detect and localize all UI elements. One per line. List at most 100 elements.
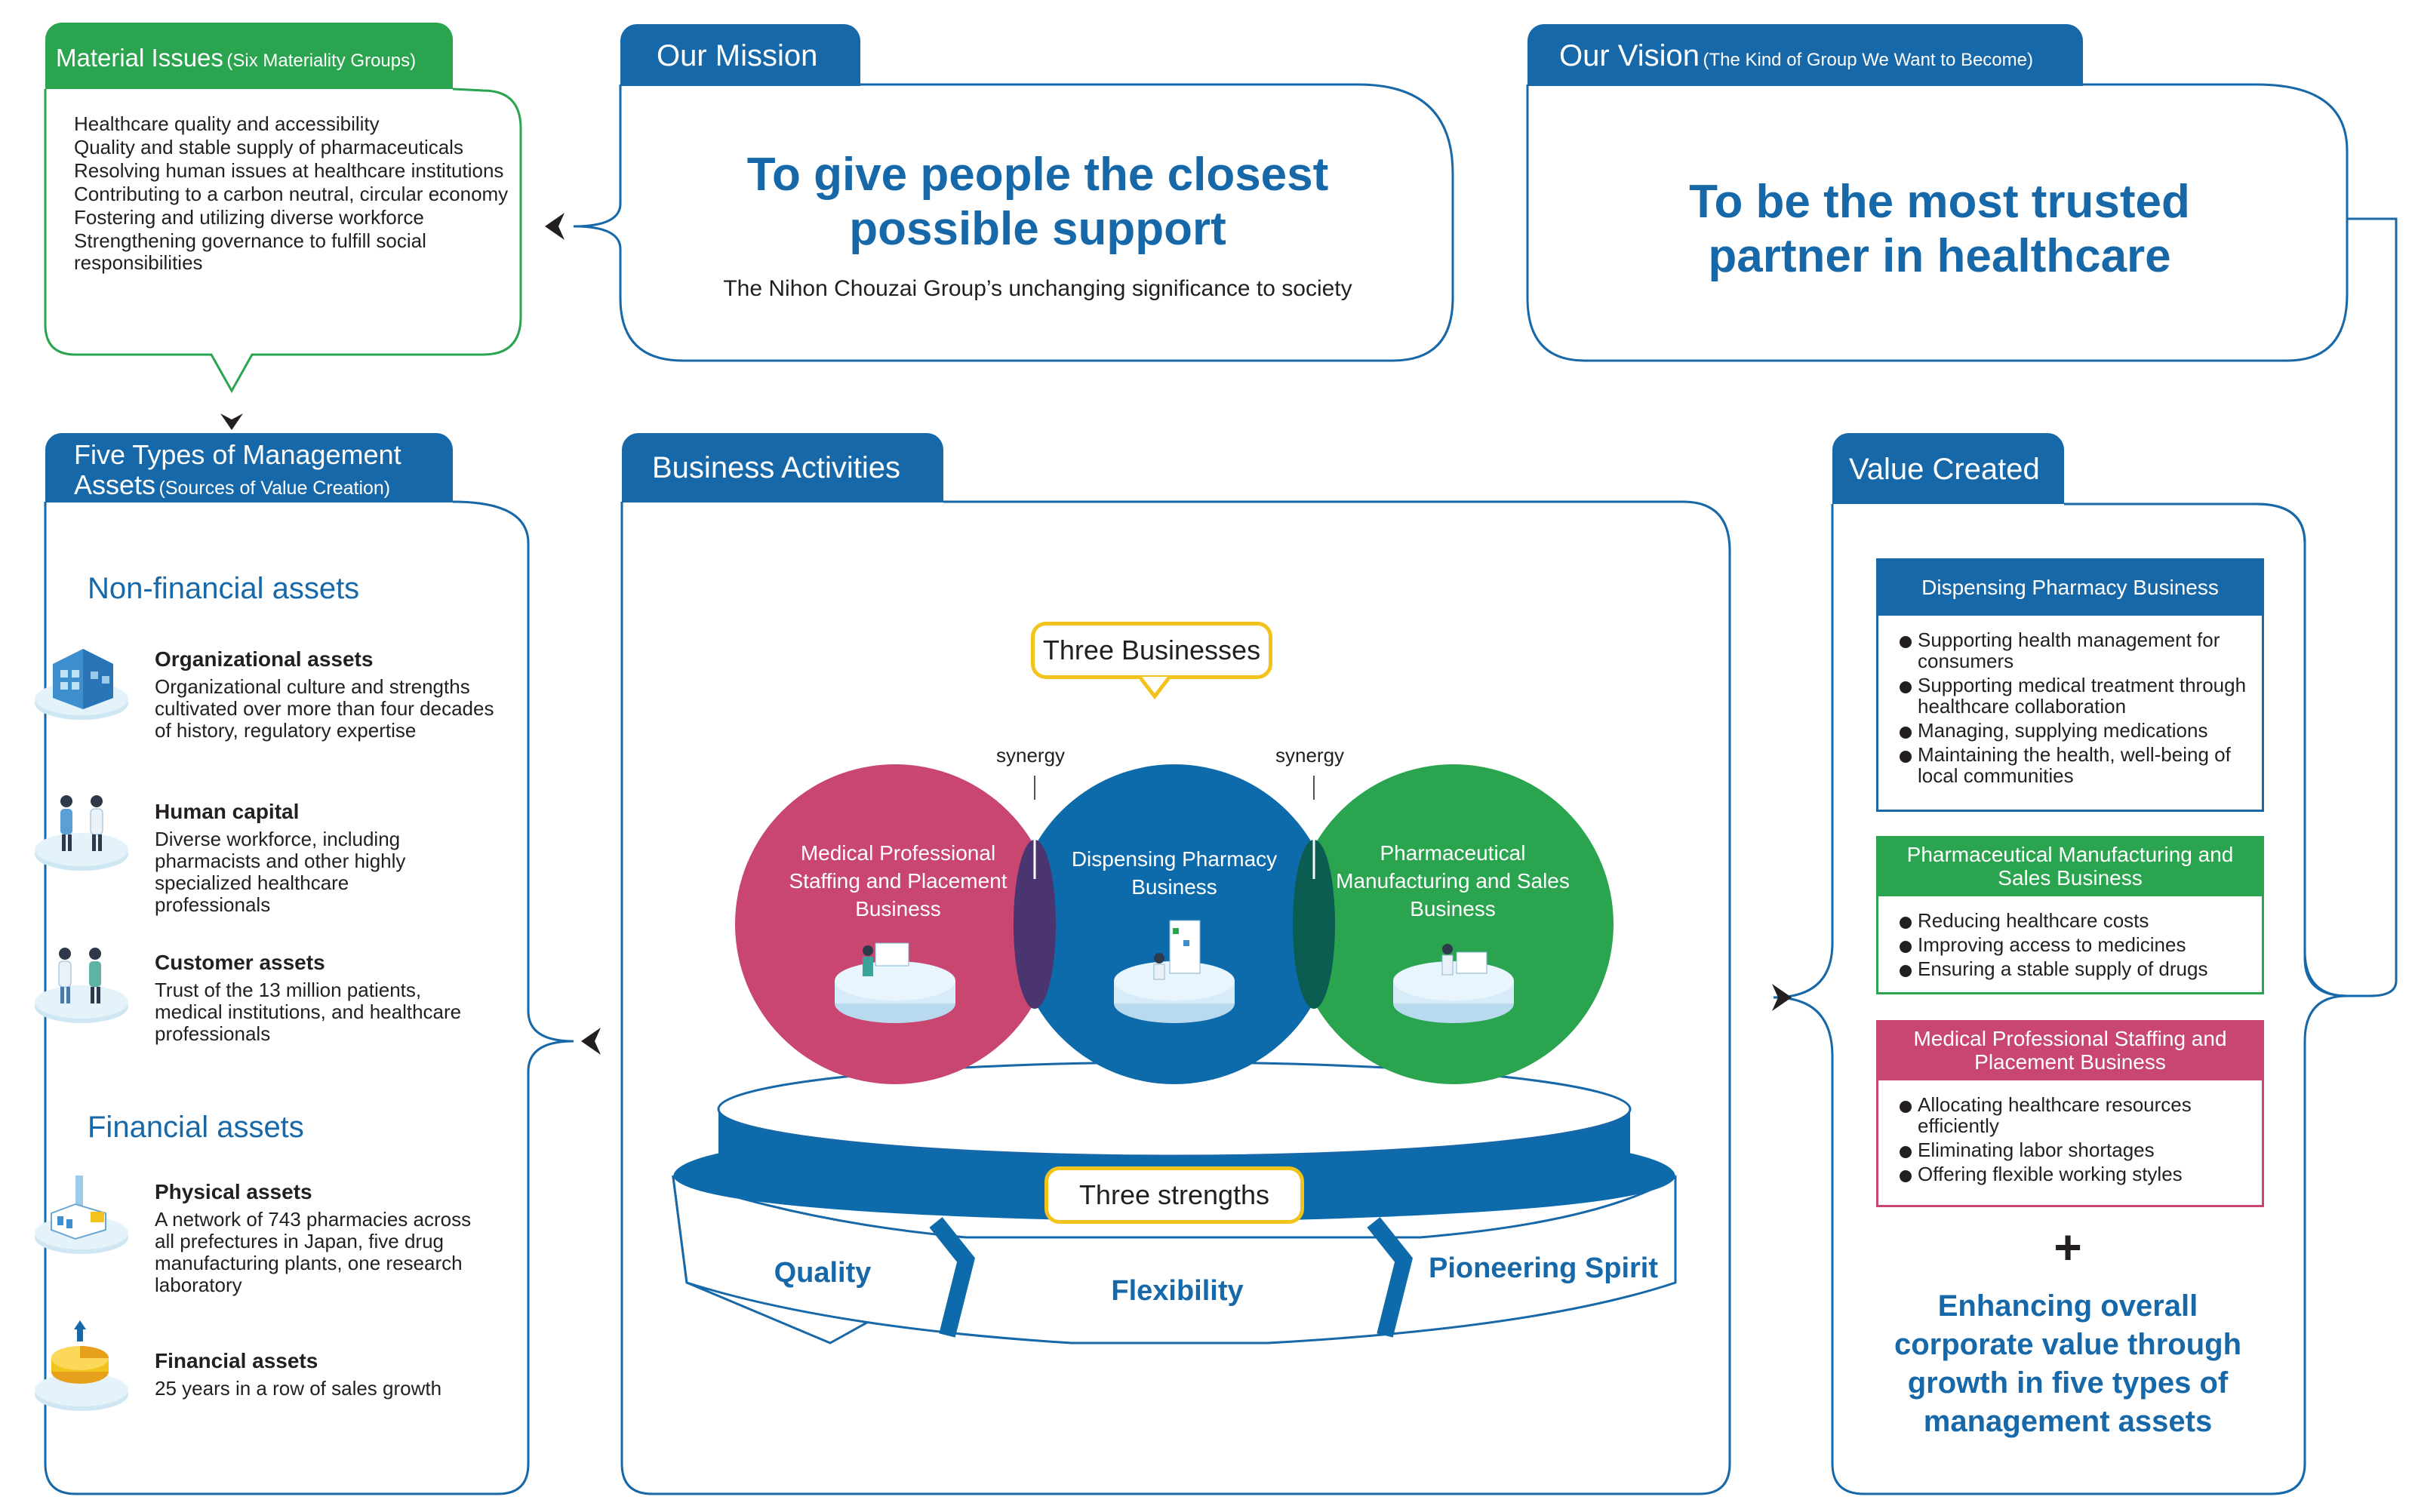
synergy-label-right: synergy: [1275, 744, 1345, 767]
vc-item: Ensuring a stable supply of drugs: [1898, 958, 2251, 979]
material-item: Resolving human issues at healthcare ins…: [74, 159, 504, 182]
bubble-pointer: [1140, 675, 1170, 700]
strength-flexibility: Flexibility: [1111, 1275, 1244, 1307]
manufacturing-label: Pharmaceutical Manufacturing and Sales B…: [1336, 841, 1570, 920]
vc-dispensing-body: Supporting health management for consume…: [1876, 616, 2264, 812]
vc-item: Reducing healthcare costs: [1898, 910, 2251, 931]
business-tab-label: Business Activities: [652, 451, 901, 484]
vc-item: Managing, supplying medications: [1898, 720, 2251, 741]
factory-icon: [35, 1175, 128, 1254]
staffing-circle: [735, 764, 1055, 1084]
material-tab: Material Issues (Six Materiality Groups): [45, 23, 453, 89]
nonfinancial-heading: Non-financial assets: [88, 572, 360, 605]
asset-physical: Physical assets A network of 743 pharmac…: [155, 1180, 472, 1296]
asset-desc: Trust of the 13 million patients, medica…: [155, 979, 462, 1045]
building-icon: [35, 649, 128, 720]
platform-front: [672, 1175, 1677, 1345]
manufacturing-circle: [1294, 764, 1614, 1084]
strength-quality: Quality: [774, 1257, 872, 1289]
staffing-pedestal-icon: [835, 942, 955, 1023]
three-businesses-label: Three Businesses: [1042, 635, 1261, 665]
doctor-icon: [35, 948, 128, 1023]
manufacturing-pedestal-icon: [1393, 944, 1514, 1023]
material-subtitle: (Six Materiality Groups): [226, 51, 417, 71]
vc-staffing-body: Allocating healthcare resources efficien…: [1876, 1080, 2264, 1207]
overlap-left: [1014, 840, 1056, 1009]
three-strengths-bubble: Three strengths: [1044, 1166, 1304, 1224]
asset-human: Human capital Diverse workforce, includi…: [155, 800, 457, 916]
asset-organizational: Organizational assets Organizational cul…: [155, 647, 509, 742]
asset-title: Organizational assets: [155, 647, 374, 671]
asset-desc: 25 years in a row of sales growth: [155, 1377, 442, 1400]
material-list: Healthcare quality and accessibility Qua…: [74, 113, 512, 274]
synergy-label-left: synergy: [996, 744, 1066, 767]
financial-heading: Financial assets: [88, 1111, 304, 1144]
vc-dispensing-header: Dispensing Pharmacy Business: [1876, 558, 2264, 616]
right-arrow-icon: [581, 1028, 601, 1055]
asset-title: Customer assets: [155, 951, 325, 974]
assets-box-border: [44, 500, 574, 1495]
vision-headline-line: To be the most trusted: [1689, 176, 2190, 228]
people-icon: [35, 795, 128, 871]
asset-title: Physical assets: [155, 1180, 312, 1203]
vc-manufacturing-body: Reducing healthcare costs Improving acce…: [1876, 896, 2264, 994]
down-arrow-icon: [220, 413, 243, 430]
right-arrow-icon-2: [1772, 984, 1792, 1011]
left-arrow-icon: [545, 213, 565, 240]
dispensing-pedestal-icon: [1114, 920, 1235, 1023]
material-title: Material Issues: [56, 44, 223, 72]
vc-item: Supporting medical treatment through hea…: [1898, 675, 2251, 717]
material-box-border: [44, 88, 522, 394]
material-item: Fostering and utilizing diverse workforc…: [74, 206, 424, 229]
overlap-right: [1293, 840, 1335, 1009]
asset-customer: Customer assets Trust of the 13 million …: [155, 951, 472, 1045]
value-tab-label: Value Created: [1849, 453, 2040, 486]
strength-pioneering: Pioneering Spirit: [1428, 1252, 1659, 1284]
material-item: Strengthening governance to fulfill soci…: [74, 229, 426, 274]
mission-caption: The Nihon Chouzai Group’s unchanging sig…: [723, 276, 1352, 301]
business-graphic: [672, 764, 1677, 1345]
vc-staffing-header: Medical Professional Staffing and Placem…: [1876, 1020, 2264, 1080]
three-strengths-label: Three strengths: [1078, 1179, 1270, 1210]
business-box-border: [620, 500, 1731, 1495]
value-box-border: [1773, 502, 2348, 1495]
vc-item: Maintaining the health, well-being of lo…: [1898, 744, 2251, 786]
dispensing-label: Dispensing Pharmacy Business: [1071, 847, 1278, 899]
staffing-label: Medical Professional Staffing and Placem…: [789, 841, 1008, 920]
coins-icon: [35, 1320, 128, 1411]
vision-headline: To be the most trusted partner in health…: [1532, 175, 2347, 284]
vc-item: Supporting health management for consume…: [1898, 629, 2251, 671]
mission-box-border: [573, 83, 1454, 362]
mission-tab-label: Our Mission: [657, 39, 818, 72]
value-summary: Enhancing overall corporate value throug…: [1894, 1289, 2242, 1438]
asset-desc: Diverse workforce, including pharmacists…: [155, 828, 406, 916]
asset-desc: Organizational culture and strengths cul…: [155, 675, 494, 742]
mission-headline: To give people the closest possible supp…: [626, 148, 1449, 257]
material-item: Healthcare quality and accessibility: [74, 112, 380, 135]
mission-headline-line: possible support: [849, 203, 1226, 255]
asset-financial: Financial assets 25 years in a row of sa…: [155, 1349, 509, 1400]
asset-title: Financial assets: [155, 1349, 318, 1372]
three-businesses-bubble: Three Businesses: [1031, 622, 1272, 679]
assets-tab-line-2: Assets: [74, 469, 156, 500]
asset-desc: A network of 743 pharmacies across all p…: [155, 1208, 472, 1296]
business-tab: Business Activities: [622, 433, 943, 502]
vc-manufacturing-header: Pharmaceutical Manufacturing and Sales B…: [1876, 836, 2264, 896]
vc-item: Eliminating labor shortages: [1898, 1139, 2251, 1160]
assets-tab-line-1: Five Types of Management: [74, 439, 401, 470]
vc-item: Offering flexible working styles: [1898, 1163, 2251, 1185]
assets-subtitle: (Sources of Value Creation): [158, 478, 391, 499]
material-item: Contributing to a carbon neutral, circul…: [74, 183, 509, 205]
mission-headline-line: To give people the closest: [746, 149, 1329, 201]
strength-divider-left: [929, 1217, 975, 1338]
strength-divider-right: [1367, 1217, 1413, 1338]
vision-tab-label: Our Vision: [1559, 39, 1700, 72]
asset-title: Human capital: [155, 800, 300, 823]
vision-tab: Our Vision (The Kind of Group We Want to…: [1527, 24, 2083, 86]
vc-item: Improving access to medicines: [1898, 934, 2251, 955]
mission-tab: Our Mission: [620, 24, 860, 86]
vc-item: Allocating healthcare resources efficien…: [1898, 1094, 2251, 1136]
vision-subtitle: (The Kind of Group We Want to Become): [1703, 50, 2033, 70]
vision-headline-line: partner in healthcare: [1708, 230, 2171, 282]
